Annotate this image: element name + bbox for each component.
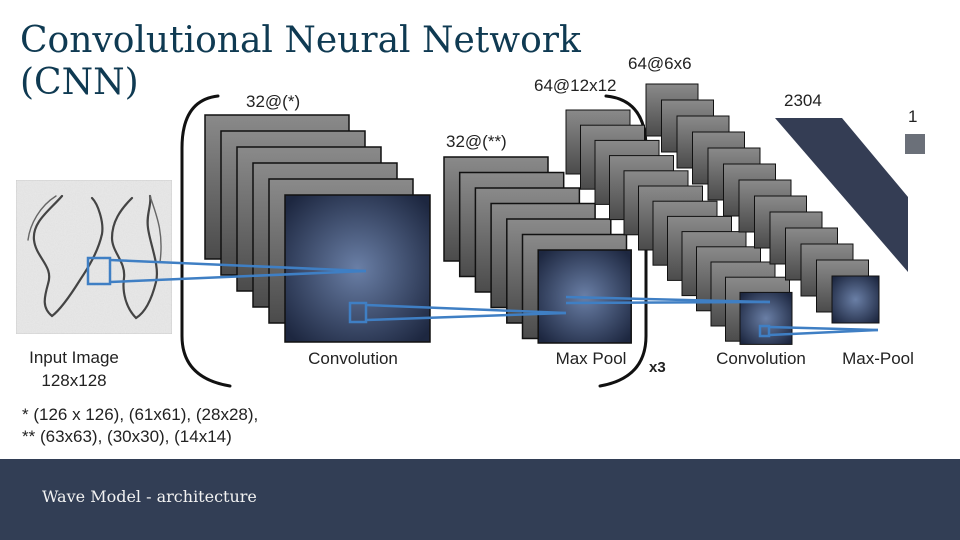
cnn-architecture-diagram: 32@(*) 32@(**) 64@12x12 64@6x6 2304 1 Co… — [15, 54, 925, 390]
input-size-label: 128x128 — [41, 371, 106, 390]
conv2-layer-label: Convolution — [716, 349, 806, 368]
flatten-shape-label: 2304 — [784, 91, 822, 110]
output-unit — [905, 134, 925, 154]
input-wave-stroke — [27, 195, 57, 241]
input-image-label: Input Image — [29, 348, 119, 367]
dimension-notes: * (126 x 126), (61x61), (28x28), ** (63x… — [22, 404, 258, 448]
footer-caption: Wave Model - architecture — [42, 487, 257, 506]
conv1-layer-label: Convolution — [308, 349, 398, 368]
flatten-layer — [775, 118, 908, 272]
pool2-shape-label: 64@6x6 — [628, 54, 692, 73]
input-wave-stroke — [149, 195, 162, 263]
conv2-shape-label: 64@12x12 — [534, 76, 617, 95]
receptive-field-box — [348, 301, 368, 324]
pool1-shape-label: 32@(**) — [446, 132, 507, 151]
pool1-layer-label: Max Pool — [556, 349, 627, 368]
conv1-shape-label: 32@(*) — [246, 92, 300, 111]
receptive-field-box — [758, 324, 771, 338]
repeat-bracket — [180, 94, 232, 388]
footer-bar: Wave Model - architecture — [0, 459, 960, 540]
connector-lines — [109, 258, 879, 338]
input-wave-stroke — [32, 194, 104, 318]
pool1-feature-map-stack — [443, 156, 632, 344]
output-shape-label: 1 — [908, 107, 917, 126]
conv1-feature-map-stack — [204, 114, 431, 343]
repeat-count-label: x3 — [649, 359, 666, 376]
note-line: ** (63x63), (30x30), (14x14) — [22, 427, 232, 446]
slide-title: Convolutional Neural Network (CNN) — [20, 20, 581, 103]
receptive-field-box — [86, 256, 112, 286]
input-image — [15, 179, 173, 335]
pool2-layer-label: Max-Pool — [842, 349, 914, 368]
input-wave-stroke — [110, 194, 158, 320]
repeat-bracket — [598, 94, 648, 388]
feature-map-front — [831, 275, 880, 324]
note-line: * (126 x 126), (61x61), (28x28), — [22, 405, 259, 424]
pool2-feature-map-stack — [645, 83, 880, 324]
